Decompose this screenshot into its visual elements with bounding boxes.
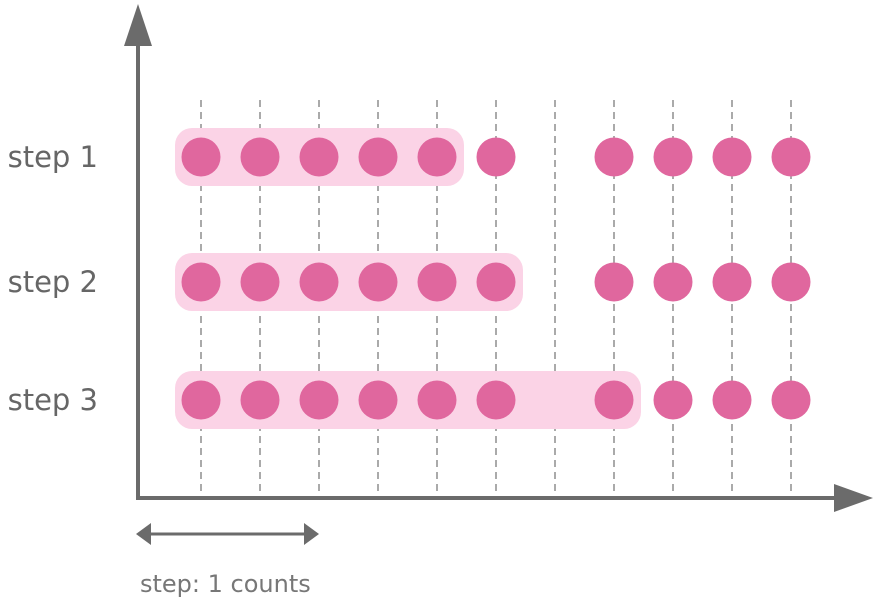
data-dot: [358, 262, 398, 302]
measure-right-arrowhead: [304, 523, 319, 545]
data-dot: [653, 137, 693, 177]
data-dot: [712, 262, 752, 302]
data-dot: [594, 137, 634, 177]
axes: [124, 4, 873, 512]
data-dot: [653, 262, 693, 302]
step-labels: step 1 step 2 step 3: [8, 140, 98, 417]
data-dot: [358, 380, 398, 420]
data-dot: [240, 380, 280, 420]
window-highlight: [175, 371, 641, 429]
data-dot: [476, 380, 516, 420]
data-dot: [299, 262, 339, 302]
data-dot: [181, 137, 221, 177]
data-dot: [771, 380, 811, 420]
step-caption: step: 1 counts: [140, 570, 311, 598]
measure-left-arrowhead: [136, 523, 151, 545]
data-dot: [594, 380, 634, 420]
data-dots: [181, 137, 811, 420]
data-dot: [594, 262, 634, 302]
data-dot: [181, 380, 221, 420]
y-axis-arrowhead: [124, 4, 152, 46]
step-measure-arrow: [136, 523, 319, 545]
data-dot: [712, 380, 752, 420]
data-dot: [476, 262, 516, 302]
data-dot: [358, 137, 398, 177]
data-dot: [653, 380, 693, 420]
step-label: step 2: [8, 265, 98, 299]
data-dot: [771, 137, 811, 177]
step-label: step 1: [8, 140, 98, 174]
data-dot: [299, 137, 339, 177]
data-dot: [417, 380, 457, 420]
data-dot: [417, 262, 457, 302]
data-dot: [417, 137, 457, 177]
data-dot: [240, 262, 280, 302]
data-dot: [712, 137, 752, 177]
x-axis-arrowhead: [834, 484, 873, 512]
data-dot: [299, 380, 339, 420]
data-dot: [771, 262, 811, 302]
window-highlight: [175, 253, 523, 311]
data-dot: [181, 262, 221, 302]
data-dot: [476, 137, 516, 177]
data-dot: [240, 137, 280, 177]
step-label: step 3: [8, 383, 98, 417]
